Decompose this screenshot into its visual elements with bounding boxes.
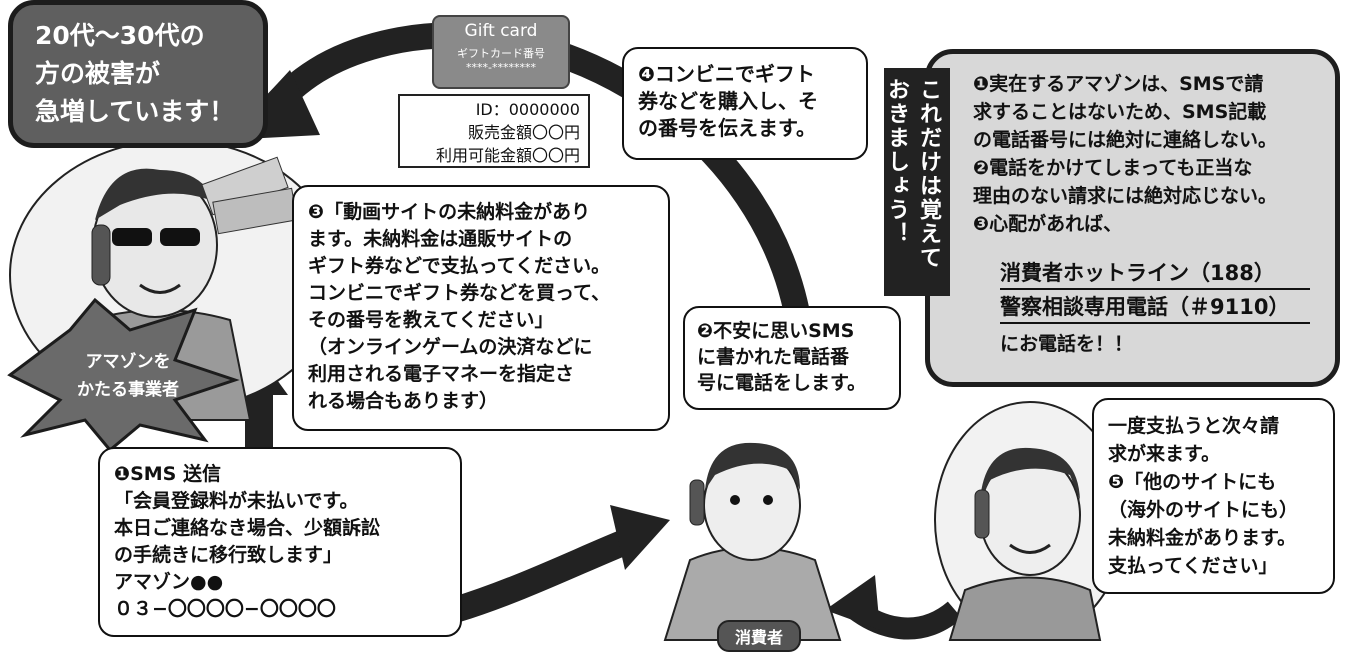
step5-line: 支払ってください」 [1108, 555, 1278, 577]
scammer-label: アマゾンを かたる事業者 [58, 348, 198, 404]
step5-line: ❺「他のサイトにも [1108, 471, 1277, 493]
step1-line: の手続きに移行致します」 [114, 544, 343, 566]
scammer-label-line: かたる事業者 [77, 380, 179, 400]
tip-line: ❷電話をかけてしまっても正当な [973, 157, 1253, 179]
gift-detail-line: ID：0000000 [475, 100, 580, 119]
step1-line: ０３−〇〇〇〇−〇〇〇〇 [114, 598, 336, 620]
step4-line: ❹コンビニでギフト [638, 62, 815, 86]
step5-line: 一度支払うと次々請 [1108, 415, 1280, 437]
step3-line: ます。未納料金は通販サイトの [308, 228, 573, 250]
tip-line: ❶実在するアマゾンは、SMSで請 [973, 73, 1264, 95]
tip-line: 理由のない請求には絶対応じない。 [973, 185, 1278, 207]
step1-line: ❶SMS 送信 [114, 463, 221, 485]
step4-line: の番号を伝えます。 [638, 116, 816, 140]
step5-line: 求が来ます。 [1108, 443, 1221, 465]
tip-line: の電話番号には絶対に連絡しない。 [973, 129, 1278, 151]
consumer-label: 消費者 [717, 620, 802, 652]
arc-arrow-bottom [451, 527, 635, 623]
tips-vertical-title: これだけは覚えておきましょう！ [884, 68, 950, 296]
step1-line: 「会員登録料が未払いです。 [114, 490, 359, 512]
badge-line: 20代〜30代の [35, 21, 205, 50]
step4-callout: ❹コンビニでギフト 券などを購入し、そ の番号を伝えます。 [622, 47, 868, 160]
arc-arrow-right-head [825, 575, 880, 630]
step5-callout: 一度支払うと次々請 求が来ます。 ❺「他のサイトにも （海外のサイトにも） 未納… [1092, 398, 1335, 594]
step1-line: 本日ご連絡なき場合、少額訴訟 [114, 517, 381, 539]
gift-card-title: Gift card [464, 21, 538, 41]
step3-line: その番号を教えてください」 [308, 309, 554, 331]
gift-detail-line: 販売金額〇〇円 [467, 123, 580, 142]
step3-line: （オンラインゲームの決済などに [308, 336, 593, 358]
caller-figure [948, 447, 1102, 641]
tips-box [925, 49, 1340, 387]
gift-card-label: ギフトカード番号 [457, 47, 545, 60]
step2-line: に書かれた電話番 [697, 346, 850, 368]
gift-card-details: ID：0000000 販売金額〇〇円 利用可能金額〇〇円 [398, 94, 590, 168]
hotline-number: 消費者ホットライン（188） [1000, 258, 1310, 290]
step5-line: （海外のサイトにも） [1108, 499, 1299, 521]
gift-detail-line: 利用可能金額〇〇円 [435, 146, 580, 165]
scammer-label-line: アマゾンを [85, 352, 171, 372]
step1-line: アマゾン●● [114, 571, 224, 593]
step1-callout: ❶SMS 送信 「会員登録料が未払いです。 本日ご連絡なき場合、少額訴訟 の手続… [98, 447, 462, 637]
scammer-star [7, 297, 240, 453]
consumer-figure [663, 442, 842, 641]
police-number: 警察相談専用電話（＃9110） [1000, 292, 1310, 324]
tip-line: ❸心配があれば、 [973, 213, 1123, 235]
badge-line: 急増しています！ [35, 97, 235, 126]
gift-card: Gift card ギフトカード番号 ****-******** [432, 15, 570, 89]
step3-line: ❸「動画サイトの未納料金があり [308, 201, 591, 223]
step5-line: 未納料金があります。 [1108, 527, 1297, 549]
badge-line: 方の被害が [35, 59, 161, 88]
money-icon [201, 156, 298, 235]
step4-line: 券などを購入し、そ [638, 89, 818, 113]
tip-line: 求することはないため、SMS記載 [973, 101, 1267, 123]
step2-line: ❷不安に思いSMS [697, 320, 855, 342]
step2-callout: ❷不安に思いSMS に書かれた電話番 号に電話をします。 [683, 306, 901, 410]
step3-line: 利用される電子マネーを指定さ [308, 363, 575, 385]
warning-badge: 20代〜30代の 方の被害が 急増しています！ [8, 0, 268, 148]
step3-line: ギフト券などで支払ってください。 [308, 255, 611, 277]
tips-text: ❶実在するアマゾンは、SMSで請 求することはないため、SMS記載 の電話番号に… [973, 70, 1333, 238]
gift-card-number: ****-******** [466, 61, 536, 74]
arc-arrow-bottom-head [610, 505, 670, 570]
step2-line: 号に電話をします。 [697, 372, 867, 394]
step3-callout: ❸「動画サイトの未納料金があり ます。未納料金は通販サイトの ギフト券などで支払… [292, 185, 670, 431]
tips-closing: にお電話を！！ [1000, 333, 1134, 355]
step3-line: コンビニでギフト券などを買って、 [308, 282, 611, 304]
step3-line: れる場合もあります） [308, 390, 499, 412]
